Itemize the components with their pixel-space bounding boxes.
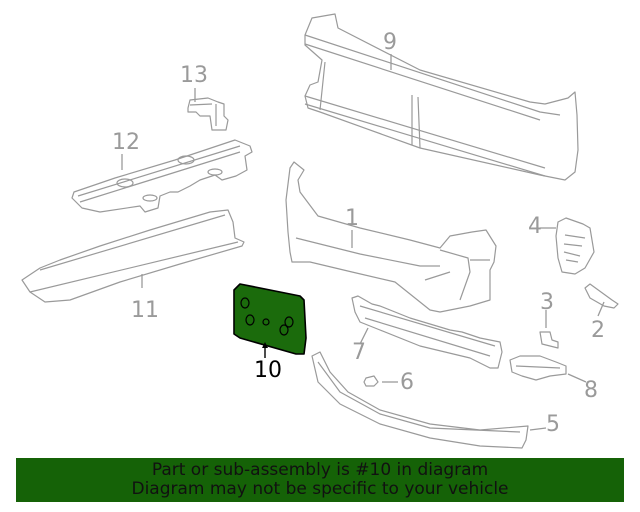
callout-5[interactable]: 5 [546,412,560,437]
callout-4[interactable]: 4 [528,214,542,239]
part-12-splash-shield[interactable] [71,139,253,213]
callout-11[interactable]: 11 [131,298,159,323]
callout-12[interactable]: 12 [112,130,140,155]
part-4-fog-lamp-bezel[interactable] [555,217,595,275]
part-7-impact-bar[interactable] [351,295,503,369]
callout-1[interactable]: 1 [345,206,359,231]
part-11-lower-deflector[interactable] [21,209,245,303]
info-banner: Part or sub-assembly is #10 in diagram D… [16,458,624,502]
part-2-bracket[interactable] [584,283,619,309]
callout-3[interactable]: 3 [540,290,554,315]
part-9-radiator-support[interactable] [304,13,579,181]
part-5-lower-valance[interactable] [311,351,529,449]
banner-line-2: Diagram may not be specific to your vehi… [131,479,509,499]
callout-13[interactable]: 13 [180,63,208,88]
callout-9[interactable]: 9 [383,30,397,55]
callout-8[interactable]: 8 [584,378,598,403]
callout-10[interactable]: 10 [254,358,282,383]
part-6-clip[interactable] [363,375,379,387]
part-13-upper-bracket[interactable] [187,97,229,131]
callout-7[interactable]: 7 [352,340,366,365]
banner-line-1: Part or sub-assembly is #10 in diagram [151,460,489,480]
part-1-bumper-cover[interactable] [285,161,497,313]
part-10-license-plate-bracket[interactable] [233,283,307,358]
callout-2[interactable]: 2 [591,318,605,343]
part-3-bracket-small[interactable] [539,331,559,349]
part-8-side-bracket[interactable] [509,355,567,381]
callout-6[interactable]: 6 [400,370,414,395]
